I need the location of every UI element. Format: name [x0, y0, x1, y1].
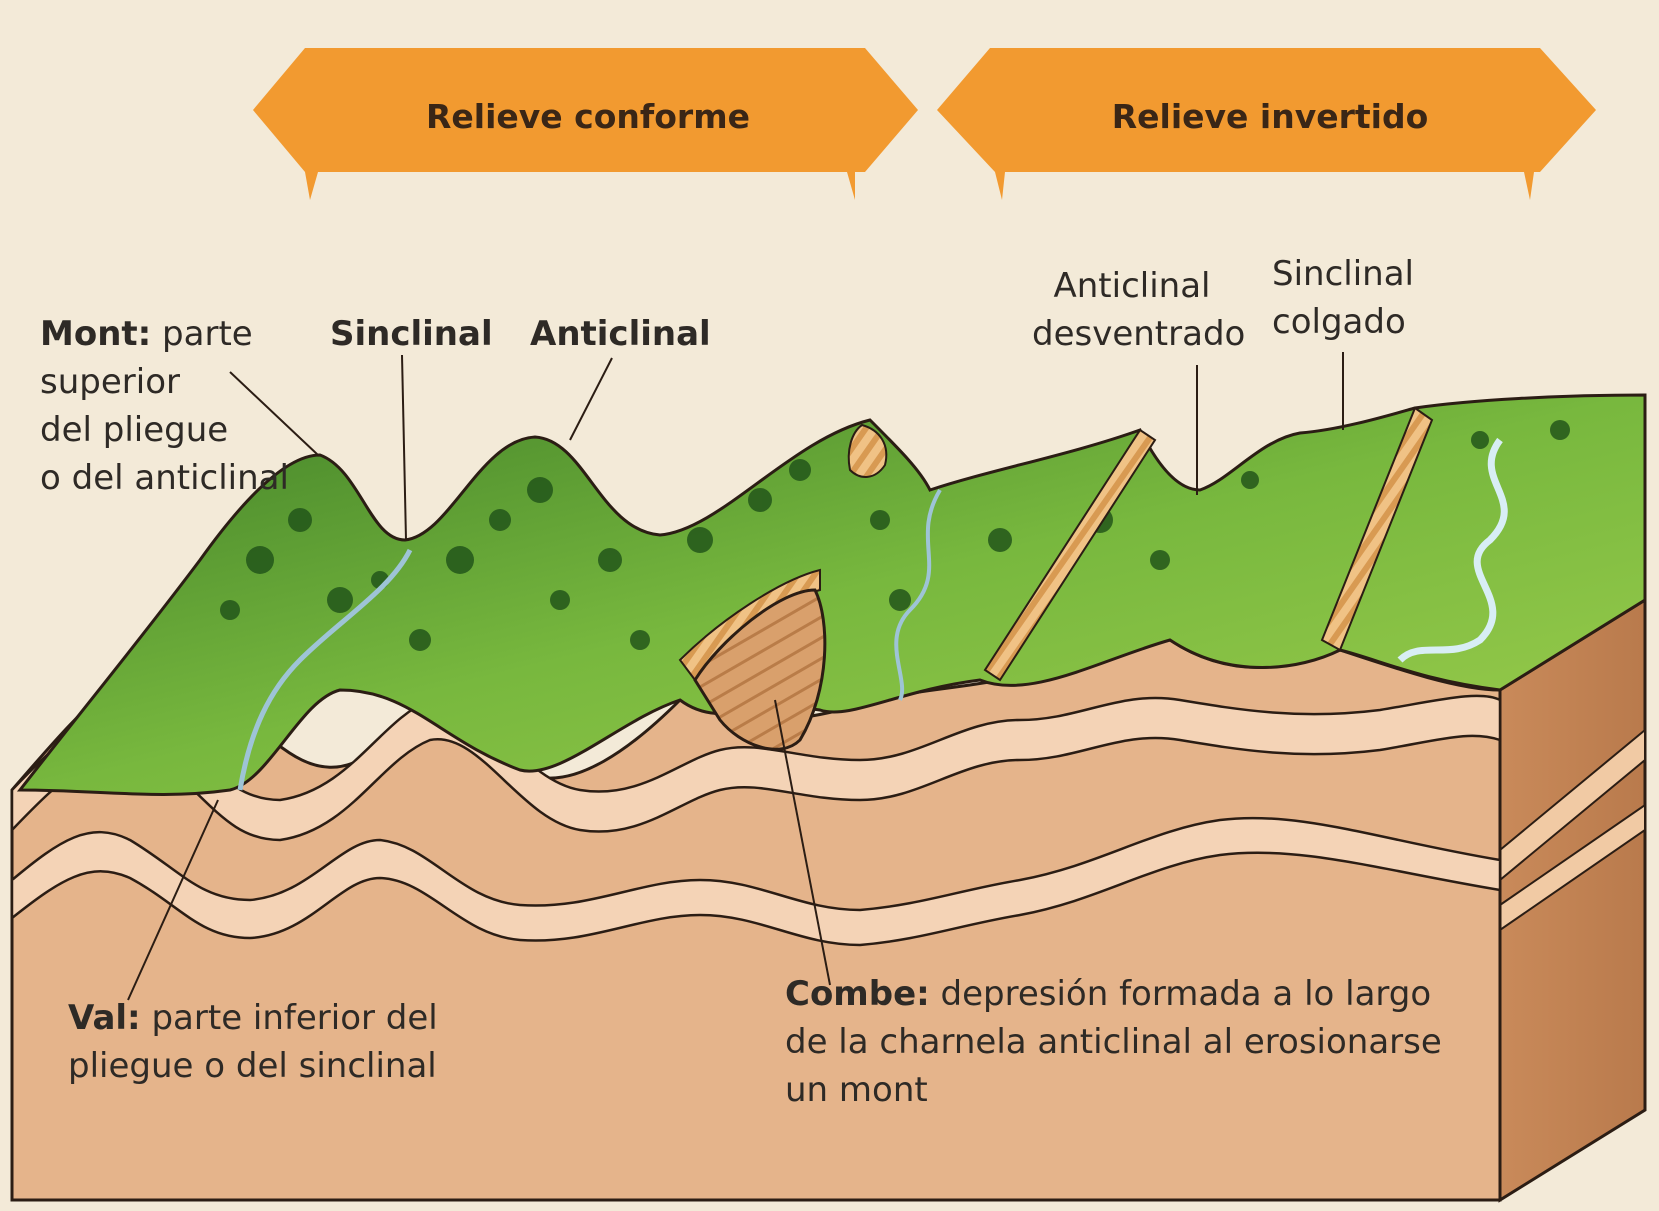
label-mont: Mont: parte superior del pliegue o del a… [40, 310, 289, 502]
label-anticlinal-desventrado-line1: Anticlinal [1032, 262, 1232, 310]
label-mont-term: Mont: [40, 314, 151, 354]
label-combe-line1: depresión formada a lo largo [930, 974, 1431, 1014]
label-anticlinal-desventrado: Anticlinal desventrado [1032, 262, 1232, 358]
leader-sinclinal [402, 355, 406, 540]
label-sinclinal-colgado: Sinclinal colgado [1272, 250, 1414, 346]
label-val-line2: pliegue o del sinclinal [68, 1042, 438, 1090]
label-val-line1: parte inferior del [141, 998, 438, 1038]
label-combe-line2: de la charnela anticlinal al erosionarse [785, 1018, 1442, 1066]
label-anticlinal-desventrado-line2: desventrado [1032, 310, 1232, 358]
banner-conforme-label: Relieve conforme [318, 97, 858, 137]
label-combe: Combe: depresión formada a lo largo de l… [785, 970, 1442, 1114]
label-val: Val: parte inferior del pliegue o del si… [68, 994, 438, 1090]
label-mont-line1: parte [151, 314, 252, 354]
label-combe-line3: un mont [785, 1066, 1442, 1114]
label-val-term: Val: [68, 998, 141, 1038]
banner-invertido-label: Relieve invertido [1000, 97, 1540, 137]
label-mont-line2: superior [40, 358, 289, 406]
label-anticlinal: Anticlinal [530, 310, 711, 358]
label-sinclinal: Sinclinal [330, 310, 493, 358]
leader-anticlinal [570, 358, 612, 440]
label-sinclinal-colgado-line1: Sinclinal [1272, 250, 1414, 298]
label-mont-line3: del pliegue [40, 406, 289, 454]
label-combe-term: Combe: [785, 974, 930, 1014]
label-sinclinal-colgado-line2: colgado [1272, 298, 1414, 346]
label-mont-line4: o del anticlinal [40, 454, 289, 502]
